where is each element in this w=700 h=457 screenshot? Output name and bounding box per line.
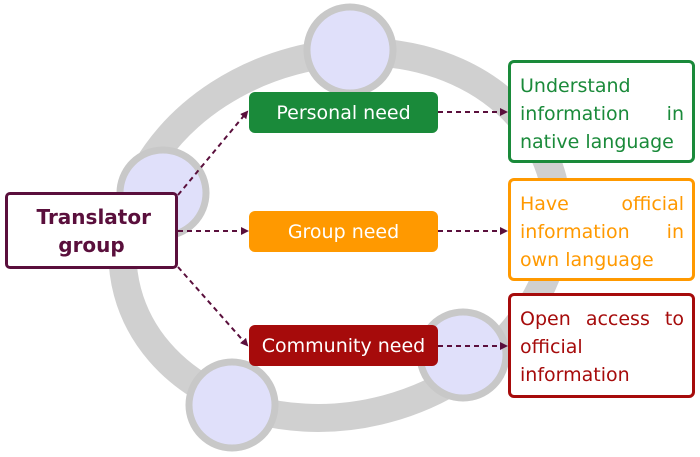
group-outcome-box: Have official information in own languag… [508, 178, 695, 281]
personal-need-label: Personal need [276, 101, 411, 124]
group-need-box: Group need [249, 211, 438, 252]
community-need-label: Community need [261, 334, 426, 357]
connectors [177, 108, 508, 350]
translator-group-box: Translator group [5, 192, 178, 269]
arrow-source-to-community [177, 266, 249, 347]
translator-group-label: Translator group [36, 204, 151, 257]
personal-need-box: Personal need [249, 92, 438, 133]
personal-outcome-text: Understand information in native languag… [520, 75, 684, 153]
community-outcome-box: Open access to official information [508, 293, 695, 398]
community-outcome-text: Open access to official information [520, 308, 684, 386]
cycle-node-top [303, 3, 397, 97]
group-need-label: Group need [287, 220, 400, 243]
personal-outcome-box: Understand information in native languag… [508, 60, 695, 163]
cycle-node-bottom [185, 358, 279, 452]
group-outcome-text: Have official information in own languag… [520, 193, 684, 271]
community-need-box: Community need [249, 325, 438, 366]
